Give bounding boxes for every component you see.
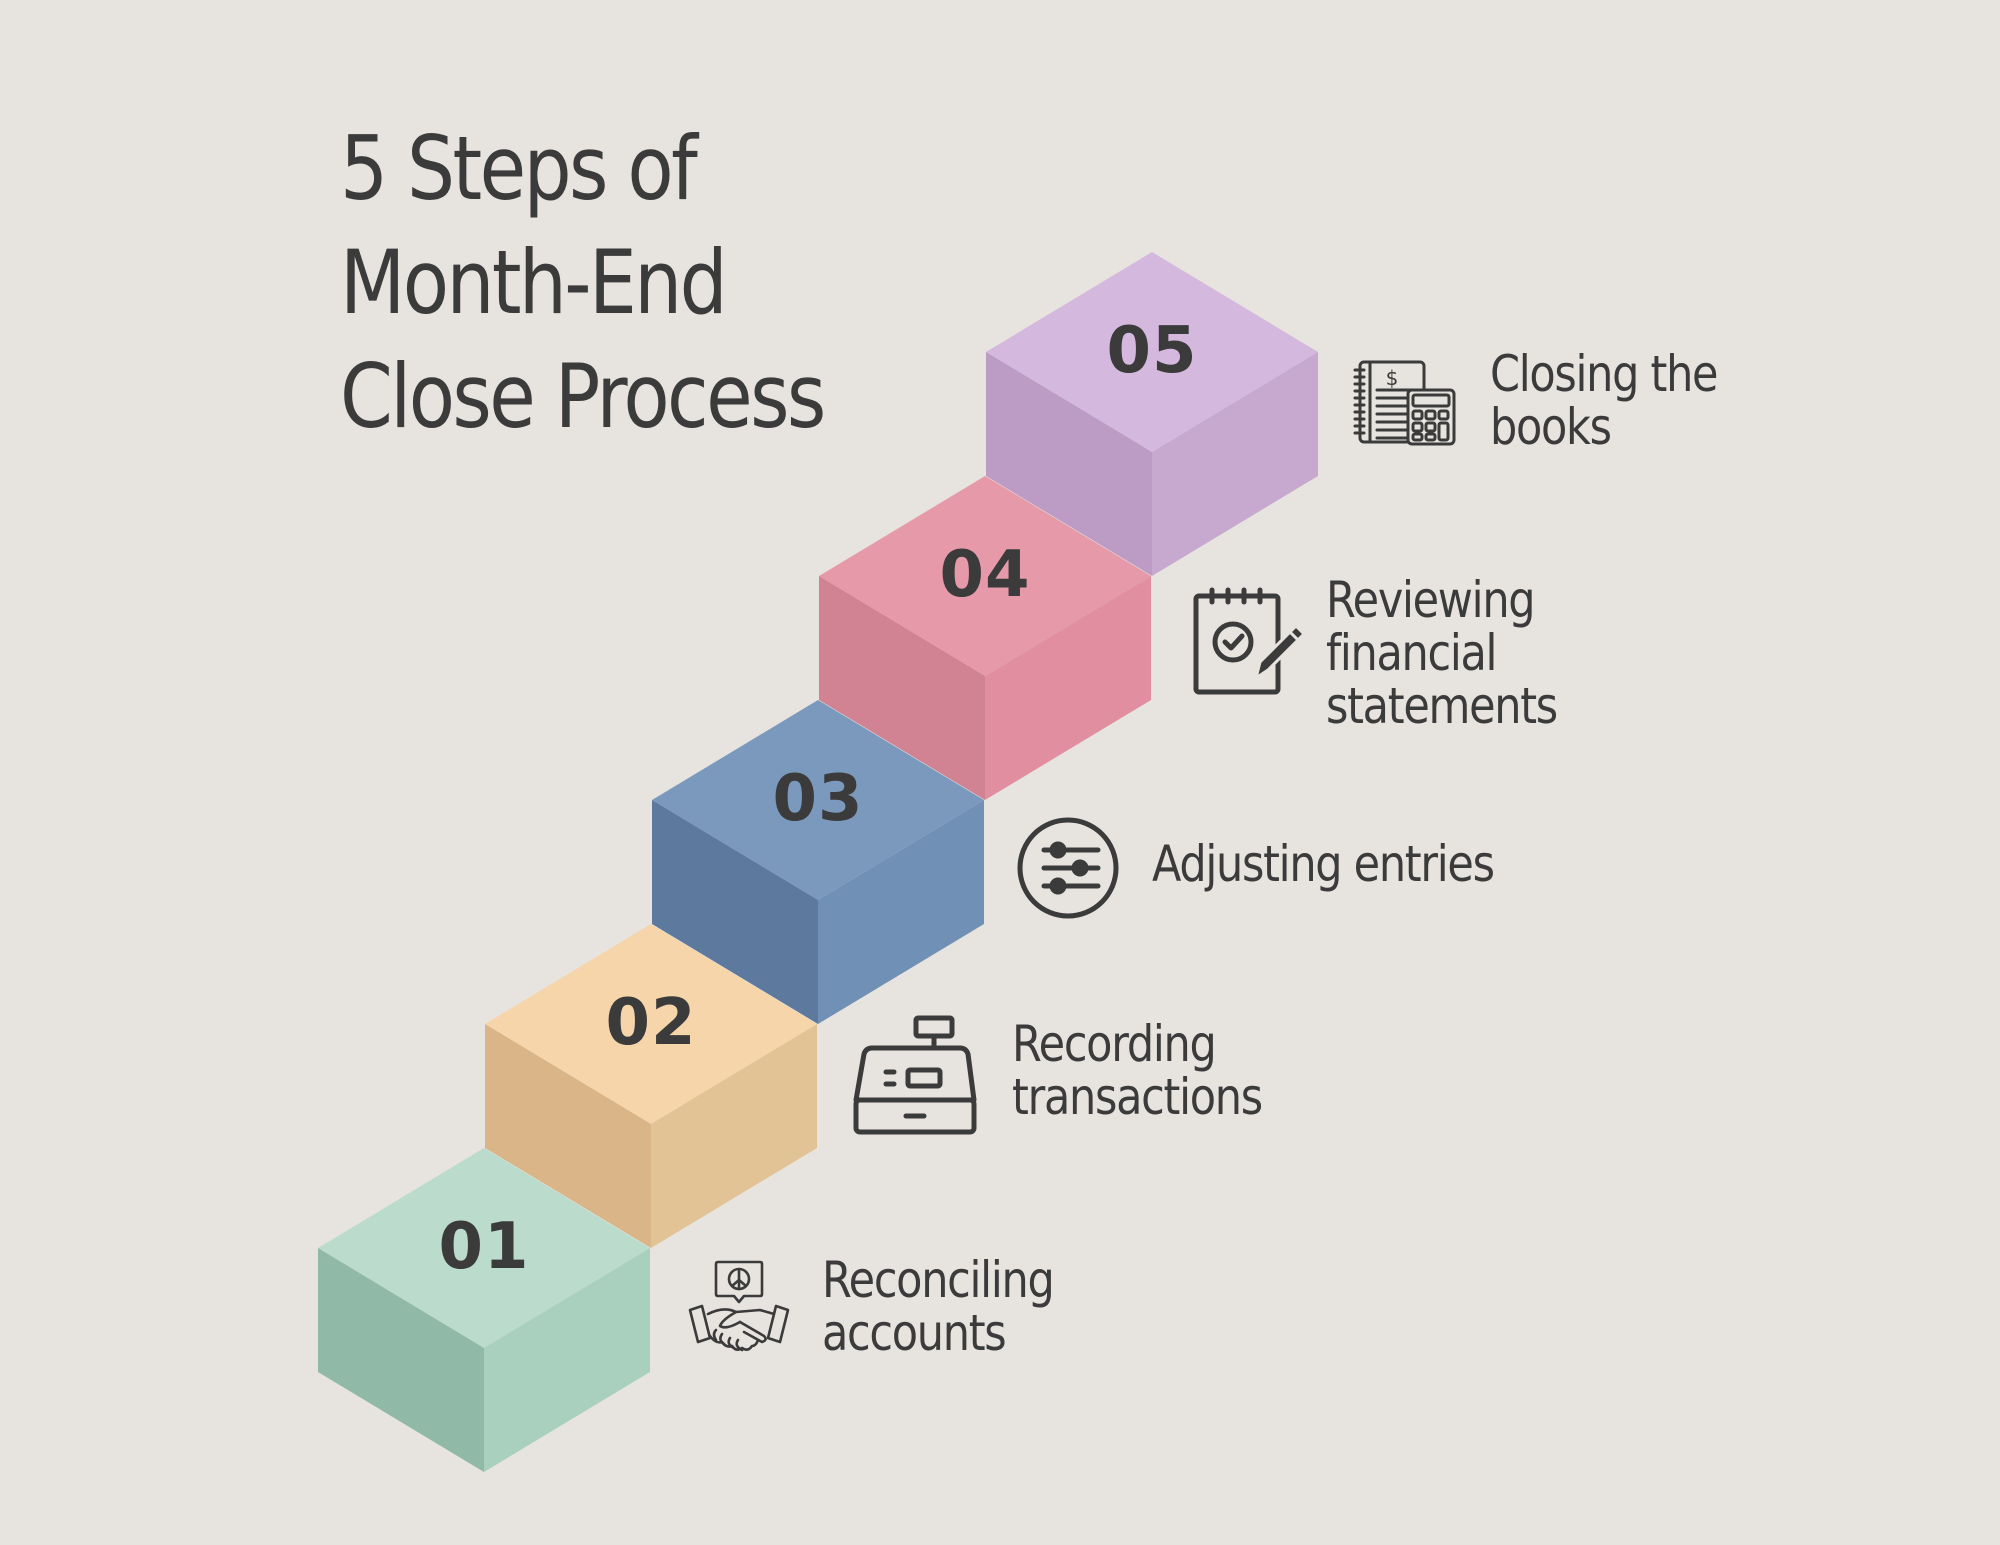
cash-register-icon	[853, 1015, 977, 1135]
cube-right-face	[985, 576, 1151, 800]
title-line-1: 5 Steps of	[340, 117, 698, 220]
step-cube-05: 05	[986, 252, 1318, 576]
page-title: 5 Steps of Month-End Close Process	[340, 112, 826, 454]
label-line: Reconciling	[822, 1251, 1055, 1309]
label-line: accounts	[822, 1304, 1007, 1362]
step-04-label: Reviewing financial statements	[1326, 571, 1558, 735]
step-02-label: Recording transactions	[1012, 1015, 1263, 1126]
step-03-label: Adjusting entries	[1152, 835, 1495, 893]
title-line-3: Close Process	[340, 345, 826, 448]
step-number: 05	[1106, 314, 1197, 388]
label-line: financial	[1326, 624, 1498, 682]
sliders-circle-icon	[1017, 817, 1119, 919]
svg-text:$: $	[1386, 366, 1399, 390]
cube-left-face	[819, 576, 985, 800]
cube-left-face	[652, 800, 818, 1024]
step-01-label: Reconciling accounts	[822, 1251, 1055, 1362]
step-number: 04	[939, 538, 1030, 612]
handshake-peace-icon	[688, 1260, 790, 1352]
label-line: transactions	[1012, 1068, 1263, 1126]
label-line: Reviewing	[1326, 571, 1536, 629]
label-line: Recording	[1012, 1015, 1217, 1073]
step-cube-02: 02	[485, 924, 817, 1248]
step-cube-01: 01	[318, 1148, 650, 1472]
cube-left-face	[986, 352, 1152, 576]
step-number: 02	[605, 986, 696, 1060]
title-line-2: Month-End	[340, 231, 728, 334]
cube-left-face	[485, 1024, 651, 1248]
label-line: Closing the	[1490, 345, 1719, 403]
step-cube-04: 04	[819, 476, 1151, 800]
cube-right-face	[818, 800, 984, 1024]
cube-left-face	[318, 1248, 484, 1472]
cube-right-face	[651, 1024, 817, 1248]
cube-right-face	[484, 1248, 650, 1472]
label-line: statements	[1326, 677, 1558, 735]
step-number: 03	[772, 762, 863, 836]
step-cube-03: 03	[652, 700, 984, 1024]
step-number: 01	[438, 1210, 529, 1284]
ledger-calculator-icon: $	[1353, 360, 1456, 446]
step-05-label: Closing the books	[1490, 345, 1719, 456]
label-line: Adjusting entries	[1152, 835, 1495, 893]
label-line: books	[1490, 398, 1612, 456]
cube-right-face	[1152, 352, 1318, 576]
notepad-check-pencil-icon	[1193, 587, 1306, 695]
